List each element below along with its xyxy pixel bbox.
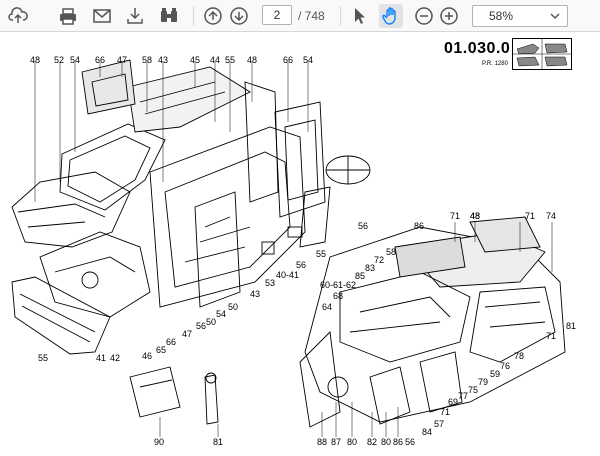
callout-label: 48 xyxy=(247,55,258,65)
callout-label: 50 xyxy=(228,302,239,312)
callout-label: 81 xyxy=(566,321,577,331)
callout-label: 64 xyxy=(322,302,333,312)
callout-label: 69 xyxy=(448,397,459,407)
callout-label: 44 xyxy=(210,55,221,65)
callout-label: 66 xyxy=(283,55,294,65)
callout-label: 82 xyxy=(367,437,378,447)
callout-label: 43 xyxy=(158,55,169,65)
zoom-out-icon[interactable] xyxy=(412,4,436,28)
callout-label: 86 xyxy=(414,221,425,231)
callout-label: 55 xyxy=(225,55,236,65)
callout-label: 55 xyxy=(316,249,327,259)
page-down-icon[interactable] xyxy=(227,4,251,28)
callout-label: 56 xyxy=(405,437,416,447)
callout-label: 66 xyxy=(166,337,177,347)
callout-label: 85 xyxy=(355,271,366,281)
callout-label: 81 xyxy=(213,437,224,447)
callout-label: 75 xyxy=(468,385,479,395)
select-cursor-icon[interactable] xyxy=(348,4,372,28)
email-icon[interactable] xyxy=(90,4,114,28)
document-code: 01.030.0 xyxy=(444,40,511,57)
callout-label: 58 xyxy=(142,55,153,65)
callout-label: 68 xyxy=(333,291,344,301)
zoom-value: 58% xyxy=(489,9,514,23)
page-number-input[interactable] xyxy=(262,5,292,25)
callout-label: 54 xyxy=(216,309,227,319)
callout-label: 43 xyxy=(250,289,261,299)
callout-label: 42 xyxy=(110,353,121,363)
callout-label: 88 xyxy=(317,437,328,447)
vehicle-thumbnail-icon xyxy=(513,39,571,69)
page-total-label: / 748 xyxy=(298,9,325,23)
callout-label: 90 xyxy=(154,437,165,447)
callout-label: 87 xyxy=(331,437,342,447)
document-viewer[interactable]: 01.030.0 P.R. 1280 48 52 54 66 47 58 43 … xyxy=(0,32,600,456)
print-icon[interactable] xyxy=(56,4,80,28)
callout-label: 83 xyxy=(365,263,376,273)
callout-label: 47 xyxy=(182,329,193,339)
callout-label: 65 xyxy=(156,345,167,355)
callout-label: 71 xyxy=(440,407,451,417)
callout-label: 80 xyxy=(381,437,392,447)
callout-label: 84 xyxy=(422,427,433,437)
callout-label: 56 xyxy=(296,260,307,270)
callout-label: 54 xyxy=(303,55,314,65)
toolbar-separator xyxy=(193,6,194,26)
download-icon[interactable] xyxy=(123,4,147,28)
callout-label: 59 xyxy=(490,369,501,379)
callout-label: 45 xyxy=(190,55,201,65)
callout-label: 72 xyxy=(374,255,385,265)
callout-label: 50 xyxy=(206,317,217,327)
callout-label: 60-61-62 xyxy=(320,280,357,290)
callout-label: 86 xyxy=(393,437,404,447)
pdf-toolbar: / 748 58% xyxy=(0,0,600,32)
document-properties-icon[interactable] xyxy=(157,4,181,28)
callout-label: 54 xyxy=(70,55,81,65)
callout-label: 79 xyxy=(478,377,489,387)
callout-label: 57 xyxy=(434,419,445,429)
callout-label: 71 xyxy=(525,211,536,221)
chevron-down-icon xyxy=(550,13,560,20)
callout-label: 66 xyxy=(95,55,106,65)
callout-label: 41 xyxy=(96,353,107,363)
callout-label: 56 xyxy=(196,321,207,331)
callout-label: 78 xyxy=(514,351,525,361)
exploded-body-diagram xyxy=(11,59,566,437)
callout-label: 71 xyxy=(450,211,461,221)
callout-label: 76 xyxy=(500,361,511,371)
callout-label: 48 xyxy=(470,211,481,221)
callout-label: 56 xyxy=(358,221,369,231)
callout-label: 46 xyxy=(142,351,153,361)
callout-label: 52 xyxy=(54,55,65,65)
callout-label: 58 xyxy=(386,247,397,257)
callout-label: 48 xyxy=(470,211,481,221)
zoom-select[interactable]: 58% xyxy=(472,5,568,27)
callout-label: 71 xyxy=(546,331,557,341)
callout-label: 40-41 xyxy=(276,270,300,280)
callout-label: 48 xyxy=(30,55,41,65)
zoom-in-icon[interactable] xyxy=(437,4,461,28)
hand-tool-icon[interactable] xyxy=(379,4,403,28)
callout-label: 77 xyxy=(458,391,469,401)
document-revision: P.R. 1280 xyxy=(482,61,508,67)
callout-label: 47 xyxy=(117,55,128,65)
callout-label: 53 xyxy=(265,278,276,288)
toolbar-separator xyxy=(340,6,341,26)
upload-icon[interactable] xyxy=(6,4,30,28)
callout-label: 74 xyxy=(546,211,557,221)
callout-label: 80 xyxy=(347,437,358,447)
page-up-icon[interactable] xyxy=(201,4,225,28)
callout-label: 55 xyxy=(38,353,49,363)
thumbnail-box xyxy=(512,38,572,70)
